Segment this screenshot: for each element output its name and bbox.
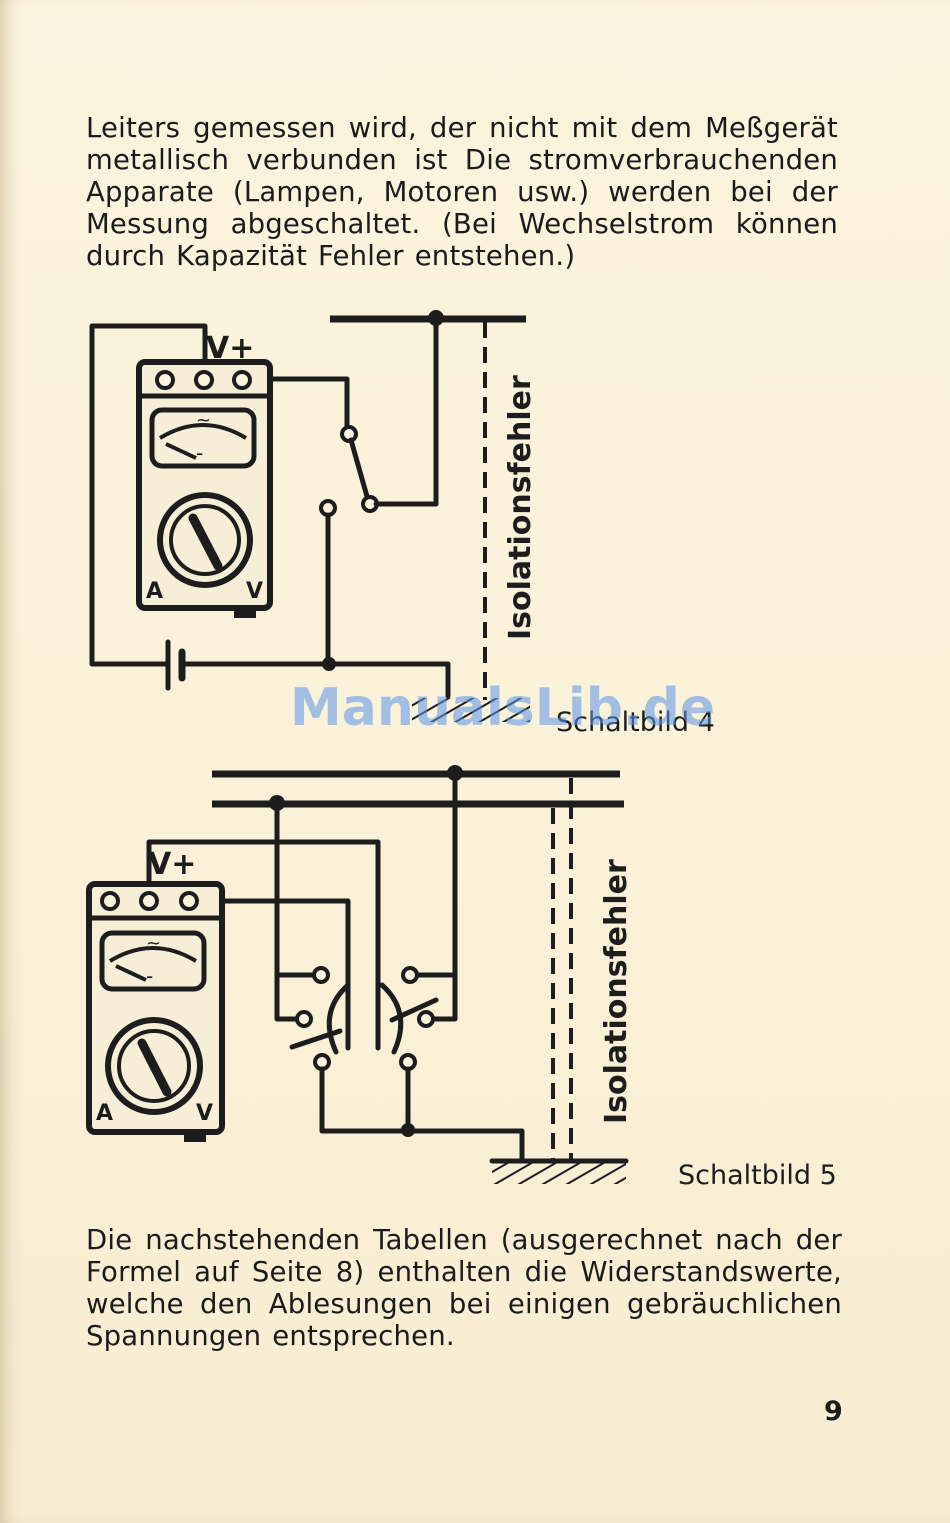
terminal-label: V+ xyxy=(148,847,196,882)
caption: Schaltbild 5 xyxy=(678,1160,837,1191)
multimeter: V+ ~ - A V xyxy=(86,847,225,1142)
page-number: 9 xyxy=(824,1396,843,1427)
ground-hatch xyxy=(492,1160,626,1184)
selector-ring xyxy=(169,504,241,576)
switch-blade-left xyxy=(289,1028,343,1050)
ground-hatch xyxy=(412,698,530,722)
terminal xyxy=(232,370,252,390)
schaltbild-4: Isolationsfehler Schaltbild 4 V+ ~ - A V xyxy=(89,310,715,738)
selector-dial xyxy=(157,492,253,588)
meter-housing xyxy=(136,359,273,611)
wire-bottom xyxy=(179,661,451,699)
terminal-label: V+ xyxy=(206,331,254,366)
meter-scale-arc xyxy=(158,423,248,440)
selector-dial xyxy=(105,1017,203,1115)
wire-meter-left-switch xyxy=(186,898,351,1051)
multimeter: V+ ~ - A V xyxy=(136,331,273,618)
scale-mark: - xyxy=(146,964,153,988)
meter-foot xyxy=(234,608,256,618)
fault-label: Isolationsfehler xyxy=(599,859,634,1124)
switch-arc-left xyxy=(326,982,351,1055)
terminal xyxy=(194,370,214,390)
fault-label: Isolationsfehler xyxy=(503,375,538,640)
wire-bottom xyxy=(319,1066,525,1163)
meter-display xyxy=(99,930,207,992)
watermark: ManualsLib.de xyxy=(290,678,716,738)
paragraph-top: Leiters gemessen wird, der nicht mit dem… xyxy=(86,112,838,272)
switch-blade xyxy=(348,437,371,503)
switch-contact xyxy=(295,1010,313,1028)
terminal xyxy=(139,891,159,911)
dial-symbol: ~ xyxy=(146,933,161,954)
scale-mark: - xyxy=(196,441,203,465)
switch-contact xyxy=(312,966,330,984)
wire-left-switch-lower xyxy=(274,972,301,1022)
wire-switch-rail xyxy=(373,315,439,507)
scale-right-label: V xyxy=(246,579,263,604)
meter-housing xyxy=(86,881,225,1135)
meter-needle xyxy=(165,442,197,460)
wire-meter-right-switch xyxy=(146,839,381,1051)
wire-right-switch-lower xyxy=(429,972,458,1022)
selector-knob xyxy=(137,1038,172,1097)
scale-right-label: V xyxy=(196,1101,213,1126)
meter-scale-arc xyxy=(108,946,198,963)
caption: Schaltbild 4 xyxy=(556,707,715,738)
paragraph-bottom: Die nachstehenden Tabellen (ausgerechnet… xyxy=(86,1224,842,1352)
terminal xyxy=(100,891,120,911)
schaltbild-5: Isolationsfehler Schaltbild 5 V+ ~ - A V xyxy=(86,765,837,1191)
selector-knob xyxy=(188,513,223,571)
switch-contact xyxy=(401,966,419,984)
wire-rail-left-switch xyxy=(274,800,319,978)
selector-ring xyxy=(117,1029,191,1103)
terminal xyxy=(155,370,175,390)
dial-symbol: ~ xyxy=(196,410,211,431)
scale-left-label: A xyxy=(146,579,163,604)
wire-meter-switch xyxy=(237,376,350,431)
junction-node xyxy=(401,1123,415,1137)
scale-left-label: A xyxy=(96,1101,113,1126)
wire-left-loop xyxy=(89,323,208,667)
meter-foot xyxy=(184,1132,206,1142)
switch-contact xyxy=(417,1010,435,1028)
terminal xyxy=(179,891,199,911)
switch-blade-right xyxy=(389,997,439,1023)
meter-needle xyxy=(115,964,147,982)
meter-display xyxy=(149,407,257,469)
